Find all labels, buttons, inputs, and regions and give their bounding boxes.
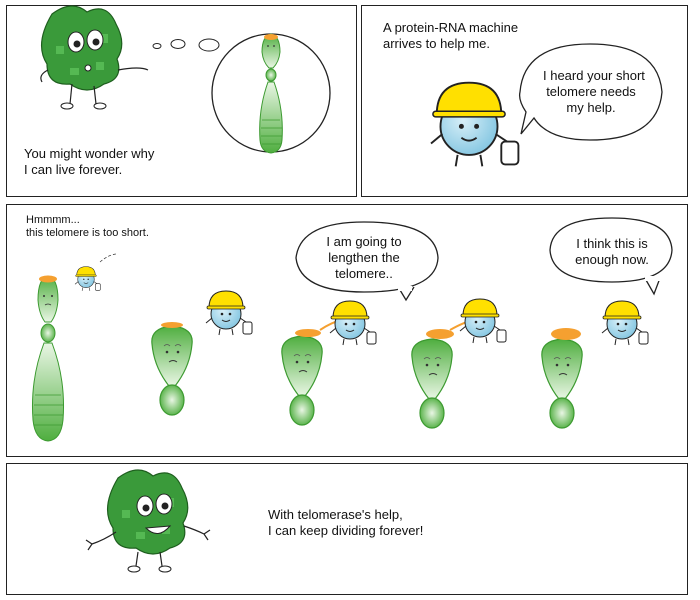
panel-3-thought: Hmmmm... this telomere is too short. — [26, 214, 149, 240]
speech-line: I am going to — [326, 234, 402, 249]
panel-2-narration: A protein-RNA machine arrives to help me… — [383, 20, 518, 52]
thought-line: this telomere is too short. — [26, 227, 149, 239]
speech-line: telomere.. — [335, 266, 393, 281]
caption-line: With telomerase's help, — [268, 507, 403, 522]
speech-line: I heard your short — [543, 68, 645, 83]
caption-line: I can live forever. — [24, 162, 123, 177]
speech-line: lengthen the — [328, 250, 400, 265]
speech-line: my help. — [566, 100, 616, 115]
panel-1-art — [40, 5, 331, 154]
panel-4-caption: With telomerase's help, I can keep divid… — [268, 507, 423, 539]
speech-line: I think this is — [576, 236, 648, 251]
panel-3-art — [32, 217, 673, 442]
panel-2-art — [430, 43, 663, 168]
panel-3-speech-b: I think this is enough now. — [566, 236, 658, 268]
caption-line: I can keep dividing forever! — [268, 523, 424, 538]
panel-4-art — [85, 469, 211, 573]
narration-line: A protein-RNA machine — [383, 20, 519, 35]
caption-line: You might wonder why — [24, 146, 155, 161]
panel-2-speech: I heard your short telomere needs my hel… — [543, 68, 645, 116]
panel-1-caption: You might wonder why I can live forever. — [24, 146, 154, 178]
speech-line: enough now. — [575, 252, 649, 267]
speech-line: telomere needs — [546, 84, 636, 99]
thought-line: Hmmmm... — [26, 214, 80, 226]
narration-line: arrives to help me. — [383, 36, 490, 51]
panel-3-speech-a: I am going to lengthen the telomere.. — [318, 234, 410, 282]
